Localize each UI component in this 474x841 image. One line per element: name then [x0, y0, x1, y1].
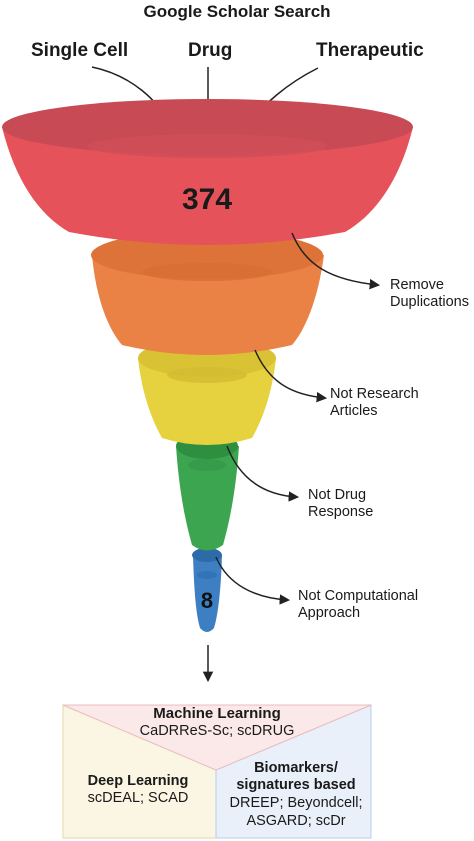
panel-machine-learning-bg: [62, 704, 372, 771]
machine-learning-tools: CaDRReS-Sc; scDRUG: [139, 723, 295, 739]
arrow-remove-duplications: [291, 232, 381, 290]
keyword-therapeutic: Therapeutic: [316, 40, 424, 61]
note-line: Remove: [390, 277, 444, 293]
keyword-single-cell: Single Cell: [31, 40, 129, 61]
category-panels: [62, 704, 372, 839]
note-line: Response: [308, 504, 374, 520]
arrow-not-research-articles: [254, 349, 328, 403]
note-line: Articles: [330, 403, 378, 419]
note-line: Duplications: [390, 294, 469, 310]
deep-learning-tools: scDEAL; SCAD: [87, 790, 189, 806]
keyword-drug: Drug: [188, 40, 233, 61]
count-top: 374: [181, 183, 233, 216]
biomarkers-title-line1: Biomarkers/: [254, 760, 338, 776]
category-deep-learning: Deep Learning scDEAL; SCAD: [68, 773, 208, 807]
note-line: Not Research: [330, 386, 419, 402]
biomarkers-title-line2: signatures based: [236, 777, 356, 793]
category-machine-learning: Machine Learning CaDRReS-Sc; scDRUG: [117, 705, 317, 740]
arrow-not-drug-response: [226, 445, 300, 502]
diagram-title: Google Scholar Search: [143, 2, 331, 21]
biomarkers-tools-line2: ASGARD; scDr: [246, 813, 346, 829]
note-remove-duplications: Remove Duplications: [390, 277, 469, 311]
machine-learning-title: Machine Learning: [153, 705, 281, 722]
arrow-not-computational-approach: [215, 556, 291, 605]
biomarkers-tools-line1: DREEP; Beyondcell;: [229, 795, 363, 811]
note-line: Not Computational: [298, 588, 419, 604]
note-not-research-articles: Not Research Articles: [330, 386, 419, 420]
note-not-computational-approach: Not Computational Approach: [298, 588, 418, 622]
deep-learning-title: Deep Learning: [87, 773, 189, 789]
funnel-stage-blue: [192, 548, 222, 632]
note-line: Approach: [298, 605, 361, 621]
count-bottom: 8: [200, 588, 214, 613]
funnel-stage-orange: [91, 231, 324, 355]
funnel-stage-red: [2, 99, 413, 245]
note-line: Not Drug: [308, 487, 367, 503]
note-not-drug-response: Not Drug Response: [308, 487, 373, 521]
category-biomarkers: Biomarkers/ signatures based DREEP; Beyo…: [226, 760, 366, 830]
